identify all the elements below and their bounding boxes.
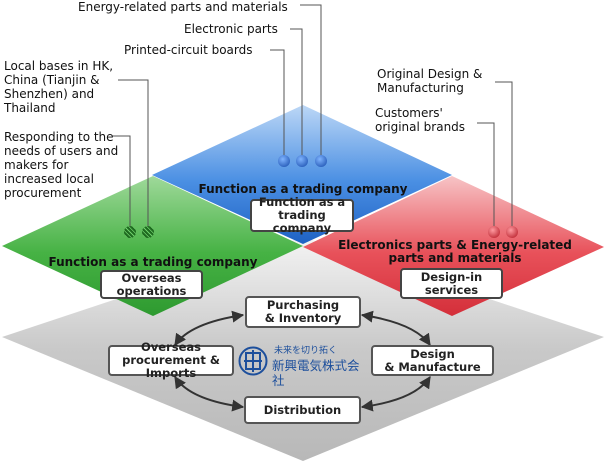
blue-dot-1 <box>278 155 290 167</box>
design-manufacture-box: Design & Manufacture <box>371 345 494 376</box>
blue-dot-2 <box>296 155 308 167</box>
label-odm: Original Design & Manufacturing <box>377 67 483 95</box>
design-in-line1: Design-in <box>420 269 483 284</box>
company-logo: 未来を切り拓く 新興電気株式会社 <box>238 345 368 388</box>
red-title-line1: Electronics parts & Energy-related <box>338 238 572 252</box>
overseas-proc-line2: procurement & Imports <box>122 353 220 380</box>
red-title-line2: parts and materials <box>388 251 522 265</box>
purchasing-line1: Purchasing <box>266 298 340 312</box>
label-energy-parts: Energy-related parts and materials <box>78 0 288 14</box>
green-dot-1 <box>124 226 136 238</box>
green-diamond <box>2 176 303 316</box>
trading-box-line1: Function as a <box>258 195 346 209</box>
trading-box-line2: trading company <box>272 208 332 235</box>
logo-tagline: 未来を切り拓く <box>274 346 338 356</box>
blue-diamond <box>152 105 452 244</box>
logo-emblem-icon <box>238 346 268 376</box>
label-responding: Responding to the needs of users and mak… <box>4 130 119 200</box>
red-diamond <box>303 176 604 316</box>
label-local-bases: Local bases in HK, China (Tianjin & Shen… <box>4 59 114 115</box>
overseas-procurement-box: Overseas procurement & Imports <box>108 341 234 380</box>
label-pcb: Printed-circuit boards <box>124 43 253 57</box>
label-electronic-parts: Electronic parts <box>184 22 278 36</box>
overseas-box-line2: operations <box>116 283 187 298</box>
blue-dot-3 <box>315 155 327 167</box>
red-dot-1 <box>488 226 500 238</box>
red-diamond-title: Electronics parts & Energy-related parts… <box>330 239 580 265</box>
overseas-operations-box: Overseas operations <box>100 270 203 299</box>
design-in-services-box: Design-in services <box>400 268 503 299</box>
design-line1: Design <box>410 346 455 361</box>
design-line2: & Manufacture <box>384 359 481 374</box>
distribution-label: Distribution <box>263 402 342 417</box>
red-dot-2 <box>506 226 518 238</box>
overseas-box-line1: Overseas <box>121 270 182 285</box>
logo-company-name: 新興電気株式会社 <box>272 358 360 388</box>
blue-diamond-title: Function as a trading company <box>198 182 408 196</box>
overseas-proc-line1: Overseas <box>141 340 201 354</box>
green-diamond-title: Function as a trading company <box>48 255 258 269</box>
purchasing-inventory-box: Purchasing & Inventory <box>245 296 361 328</box>
design-in-line2: services <box>424 282 479 297</box>
distribution-box: Distribution <box>244 396 361 424</box>
trading-company-box: Function as a trading company <box>250 195 354 235</box>
label-customers-brands: Customers' original brands <box>375 106 466 134</box>
green-dot-2 <box>142 226 154 238</box>
purchasing-line2: & Inventory <box>264 311 342 325</box>
